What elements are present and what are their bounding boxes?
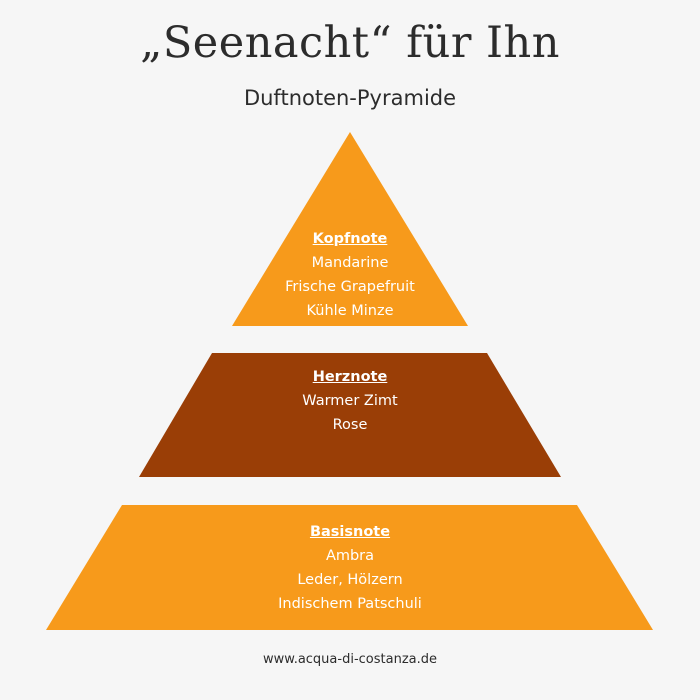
tier-heading-kopfnote: Kopfnote xyxy=(312,231,388,247)
tier-note: Ambra xyxy=(325,548,375,564)
tier-note: Indischem Patschuli xyxy=(278,596,422,612)
pyramid-tier-base xyxy=(46,505,653,630)
tier-note: Frische Grapefruit xyxy=(285,279,415,295)
tier-heading-herznote: Herznote xyxy=(312,369,388,385)
tier-note: Kühle Minze xyxy=(306,303,394,319)
tier-note: Warmer Zimt xyxy=(302,393,398,409)
website-url: www.acqua-di-costanza.de xyxy=(262,652,437,667)
tier-top-text: Kopfnote Mandarine Frische Grapefruit Kü… xyxy=(0,227,700,323)
page-title: „Seenacht“ für Ihn xyxy=(140,18,560,68)
tier-note: Rose xyxy=(332,417,368,433)
page-subtitle: Duftnoten-Pyramide xyxy=(243,86,457,110)
tier-middle-text: Herznote Warmer Zimt Rose xyxy=(0,365,700,437)
tier-note: Mandarine xyxy=(311,255,389,271)
tier-heading-basisnote: Basisnote xyxy=(309,524,391,540)
pyramid-tier-middle xyxy=(139,353,561,477)
tier-base-text: Basisnote Ambra Leder, Hölzern Indischem… xyxy=(0,520,700,616)
tier-note: Leder, Hölzern xyxy=(297,572,403,588)
pyramid-tier-top xyxy=(232,132,468,326)
